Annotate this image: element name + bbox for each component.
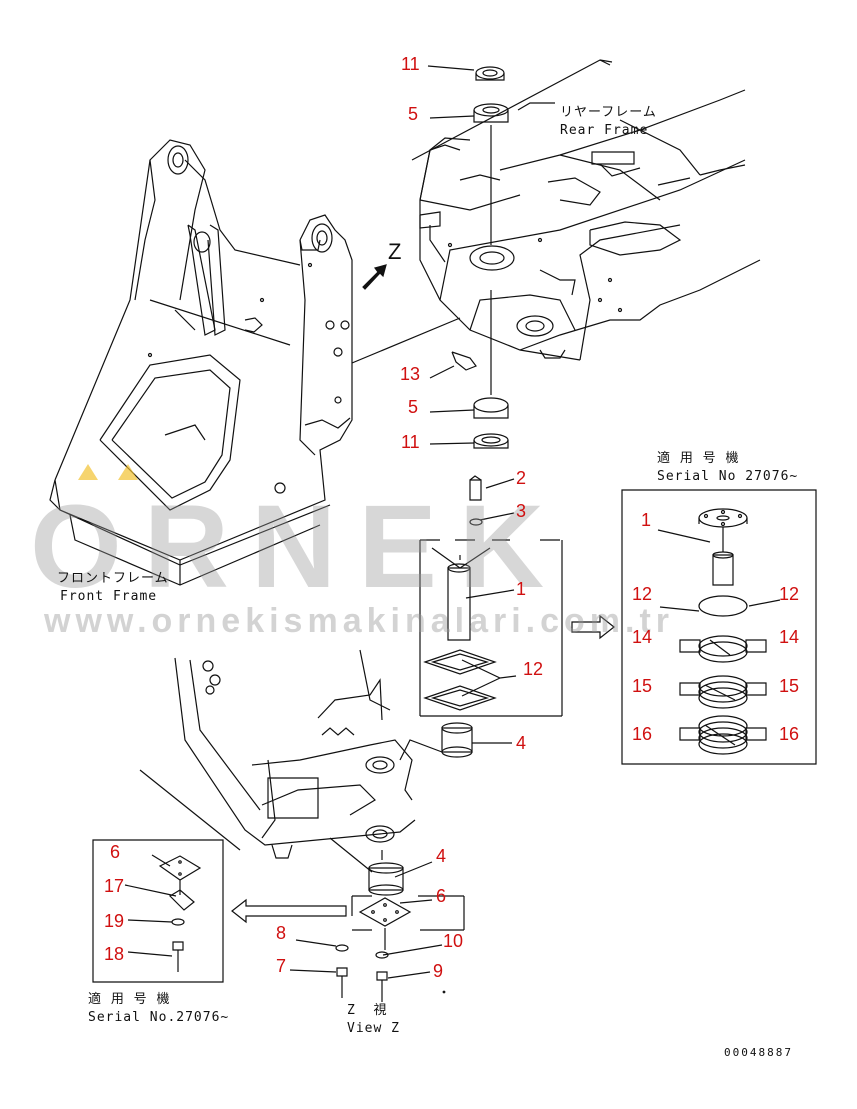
front-frame-jp-label: フロントフレーム — [57, 571, 169, 586]
rear-frame-leader — [518, 103, 555, 110]
left-variant-box — [93, 840, 223, 982]
callout-1-mid: 1 — [516, 579, 527, 599]
callout-6-box: 6 — [110, 842, 121, 862]
callout-7: 7 — [276, 956, 287, 976]
watermark-accent-shape — [78, 464, 138, 480]
callout-5-mid: 5 — [408, 397, 419, 417]
callout-11-top: 11 — [401, 54, 420, 74]
callout-13: 13 — [400, 364, 421, 384]
serial-en-top: Serial No 27076~ — [657, 469, 799, 484]
arrow-to-left-box — [232, 900, 346, 922]
rear-frame-drawing — [412, 60, 760, 360]
callout-19: 19 — [104, 911, 125, 931]
view-z-letter: Z — [388, 239, 403, 264]
watermark-url: www.ornekismakinalari.com.tr — [44, 602, 675, 640]
view-z-en: View Z — [347, 1021, 400, 1036]
lower-frame-drawing — [140, 650, 415, 872]
callout-14-right: 14 — [779, 627, 800, 647]
rear-frame-jp-label: リヤーフレーム — [560, 105, 657, 120]
callout-5-top: 5 — [408, 104, 419, 124]
pin-shim-assembly — [400, 476, 562, 760]
callout-16-left: 16 — [632, 724, 653, 744]
arrow-to-serial-box — [572, 616, 614, 638]
drawing-code: 00048887 — [724, 1046, 793, 1059]
watermark-brand: ORNEK — [30, 481, 567, 613]
shim-stack — [660, 596, 780, 754]
callout-12-right-right: 12 — [779, 584, 800, 604]
callout-16-right: 16 — [779, 724, 800, 744]
callout-leaders — [125, 66, 516, 978]
serial-variant-box — [622, 490, 816, 764]
callout-10: 10 — [443, 931, 464, 951]
callout-3: 3 — [516, 501, 527, 521]
callout-2: 2 — [516, 468, 527, 488]
front-frame-en-label: Front Frame — [60, 589, 158, 604]
view-z-jp: Z 視 — [347, 1003, 388, 1018]
serial-jp-bottom: 適 用 号 機 — [88, 992, 171, 1007]
callout-14-left: 14 — [632, 627, 653, 647]
serial-en-bottom: Serial No.27076~ — [88, 1010, 230, 1025]
serial-jp-top: 適 用 号 機 — [657, 451, 740, 466]
rear-frame-en-label: Rear Frame — [560, 123, 649, 138]
view-z-arrow — [363, 265, 386, 289]
callout-15-right: 15 — [779, 676, 800, 696]
pin-axis-top — [430, 67, 508, 448]
front-frame-drawing — [50, 140, 460, 585]
callout-17: 17 — [104, 876, 125, 896]
callout-4-mid: 4 — [516, 733, 527, 753]
lower-plate-assembly — [336, 863, 464, 1002]
callout-8: 8 — [276, 923, 287, 943]
callout-6-low: 6 — [436, 886, 447, 906]
callout-12-right-left: 12 — [632, 584, 653, 604]
callout-1-right: 1 — [641, 510, 652, 530]
callout-12-mid: 12 — [523, 659, 544, 679]
callout-9: 9 — [433, 961, 444, 981]
callout-15-left: 15 — [632, 676, 653, 696]
callout-4-low: 4 — [436, 846, 447, 866]
callout-11-mid: 11 — [401, 432, 420, 452]
callout-18: 18 — [104, 944, 125, 964]
